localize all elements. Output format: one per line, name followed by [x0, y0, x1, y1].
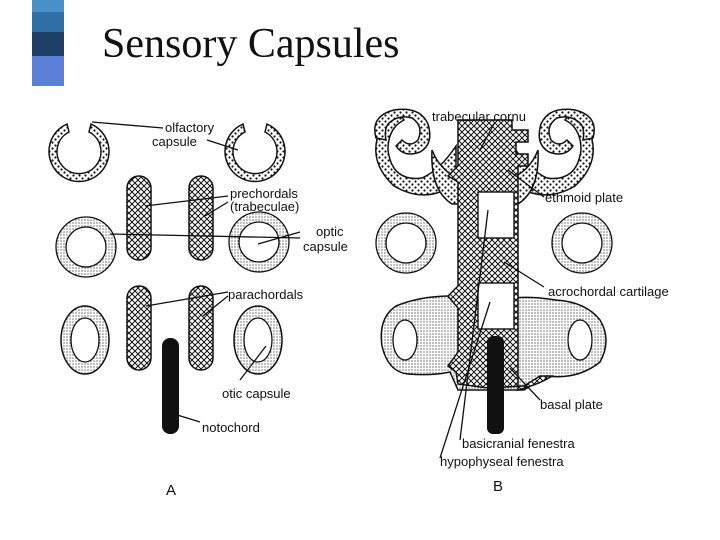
- label-optic-capsule: capsule: [303, 239, 348, 254]
- label-notochord: notochord: [202, 420, 260, 435]
- label-basal-plate: basal plate: [540, 397, 603, 412]
- label-optic: optic: [316, 224, 344, 239]
- label-hypophyseal-fenestra: hypophyseal fenestra: [440, 454, 564, 469]
- label-acrochordal-cartilage: acrochordal cartilage: [548, 284, 669, 299]
- label-olfactory: olfactory: [165, 120, 215, 135]
- optic-capsule-b-left: [376, 213, 436, 273]
- slide-title: Sensory Capsules: [102, 21, 400, 67]
- optic-capsule-b-right: [552, 213, 612, 273]
- olfactory-capsule-right: [224, 122, 286, 183]
- label-ethmoid-plate: ethmoid plate: [545, 190, 623, 205]
- accent-block-2: [32, 12, 64, 32]
- label-basicranial-fenestra: basicranial fenestra: [462, 436, 575, 451]
- panel-b-leader-lines: [439, 121, 545, 459]
- prechordal-right: [188, 175, 214, 261]
- parachordal-left: [126, 285, 152, 371]
- label-otic-capsule: otic capsule: [222, 386, 291, 401]
- label-olfactory-capsule: capsule: [152, 134, 197, 149]
- panel-a-letter: A: [166, 482, 176, 499]
- notochord-a: [162, 338, 179, 434]
- optic-capsule-right: [229, 212, 289, 272]
- accent-block-3: [32, 32, 64, 56]
- olfactory-capsule-left: [48, 122, 110, 183]
- optic-capsule-left: [56, 217, 116, 277]
- label-parachordals: parachordals: [228, 287, 304, 302]
- basicranial-fenestra: [477, 191, 515, 239]
- accent-block-1: [32, 0, 64, 12]
- notochord-b: [487, 336, 504, 434]
- label-prechordals: prechordals: [230, 186, 298, 201]
- panel-b-letter: B: [493, 478, 503, 495]
- parachordal-right: [188, 285, 214, 371]
- prechordal-left: [126, 175, 152, 261]
- label-trabecular-cornu: trabecular cornu: [432, 109, 526, 124]
- accent-block-4: [32, 56, 64, 86]
- panel-a-leader-lines: [91, 121, 301, 423]
- label-trabeculae: (trabeculae): [230, 199, 299, 214]
